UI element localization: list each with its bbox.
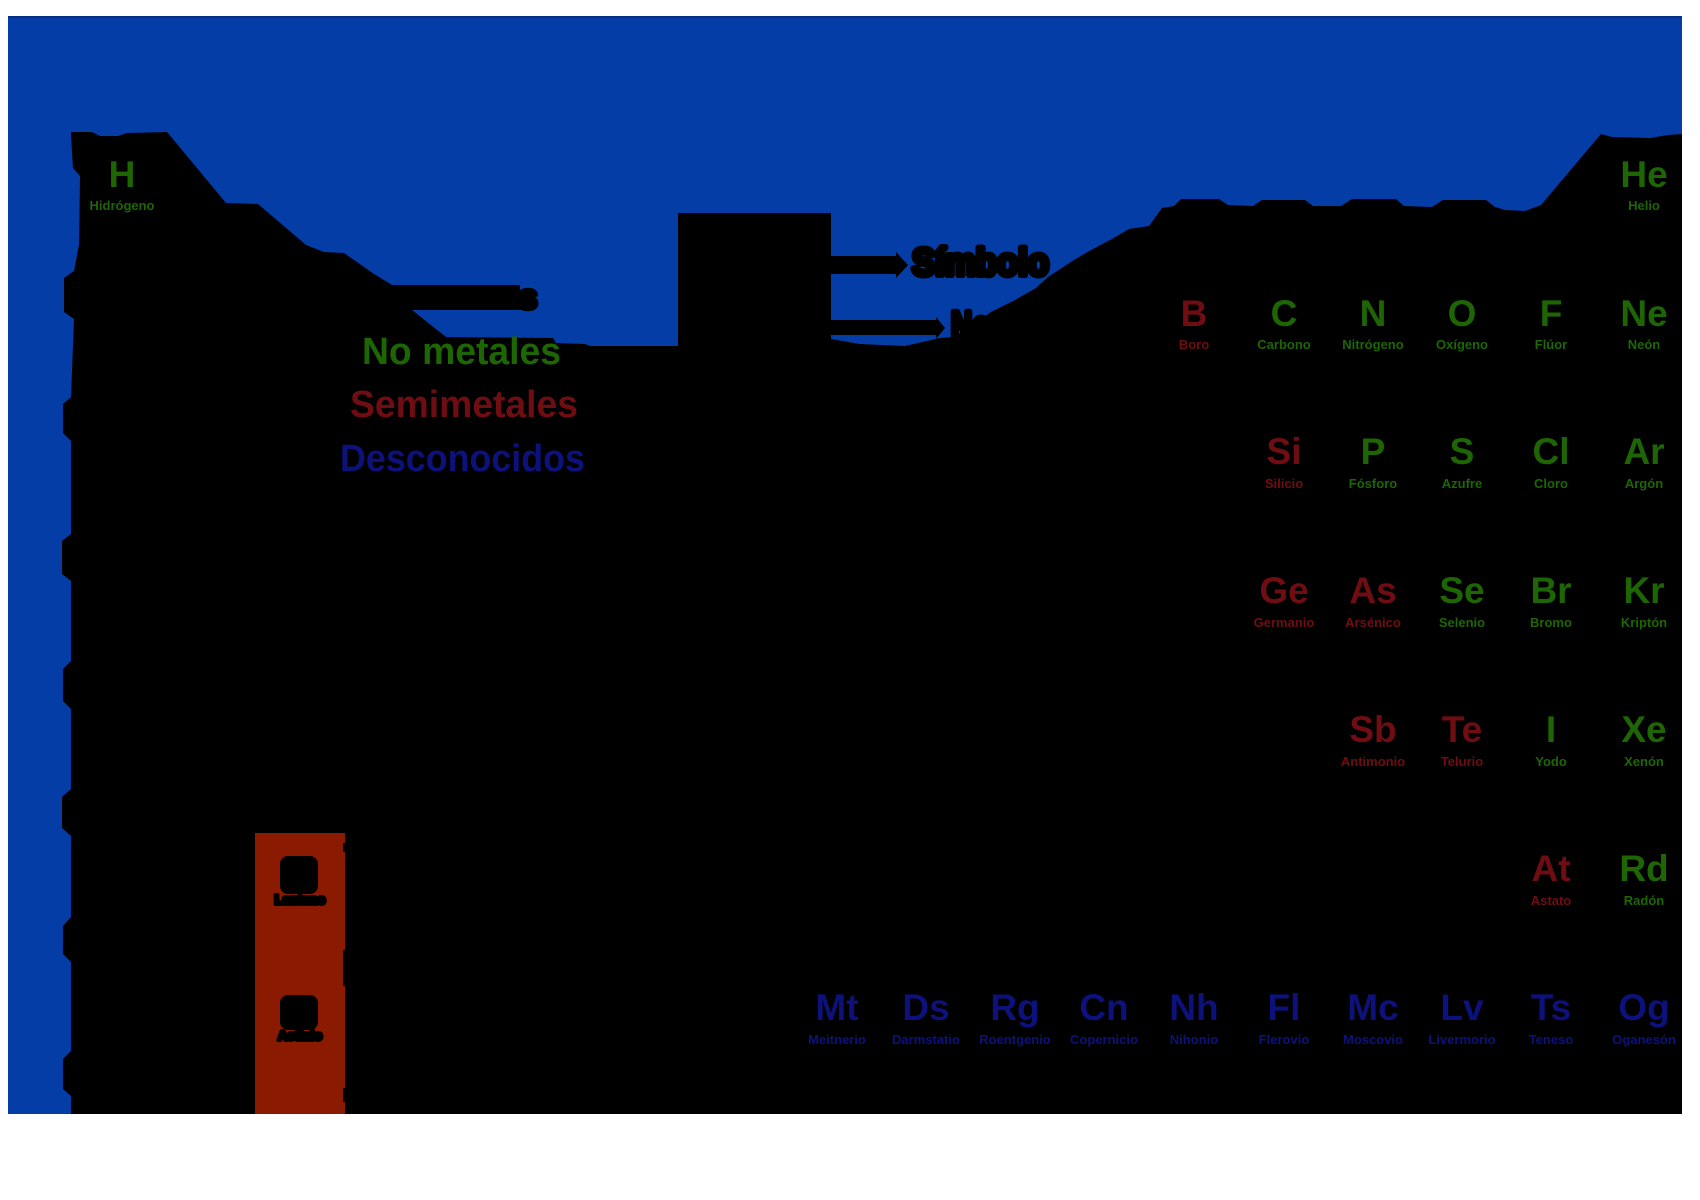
svg-text:Flúor: Flúor bbox=[1535, 337, 1568, 352]
svg-text:H: H bbox=[109, 154, 136, 195]
svg-text:Cloro: Cloro bbox=[1534, 476, 1568, 491]
svg-text:Oganesón: Oganesón bbox=[1612, 1032, 1676, 1047]
svg-text:No metales: No metales bbox=[362, 331, 561, 373]
svg-text:Flerovio: Flerovio bbox=[1259, 1032, 1310, 1047]
svg-text:He: He bbox=[1620, 154, 1667, 195]
svg-text:Cl: Cl bbox=[1533, 431, 1570, 472]
svg-text:Helio: Helio bbox=[1628, 198, 1660, 213]
svg-text:Carbono: Carbono bbox=[1257, 337, 1311, 352]
svg-text:Ge: Ge bbox=[1259, 570, 1308, 611]
svg-text:Br: Br bbox=[1530, 570, 1571, 611]
svg-text:Roentgenio: Roentgenio bbox=[979, 1032, 1051, 1047]
svg-text:Oxígeno: Oxígeno bbox=[1436, 337, 1488, 352]
svg-text:Lantano: Lantano bbox=[275, 892, 326, 907]
svg-text:C: C bbox=[1271, 293, 1298, 334]
svg-text:Teneso: Teneso bbox=[1529, 1032, 1574, 1047]
svg-text:S: S bbox=[1450, 431, 1475, 472]
svg-text:Kriptón: Kriptón bbox=[1621, 615, 1667, 630]
svg-text:I: I bbox=[1546, 709, 1556, 750]
svg-text:F: F bbox=[1540, 293, 1563, 334]
svg-text:Se: Se bbox=[1439, 570, 1484, 611]
svg-text:Nh: Nh bbox=[1169, 987, 1218, 1028]
svg-text:Og: Og bbox=[1618, 987, 1669, 1028]
svg-text:Ts: Ts bbox=[1531, 987, 1571, 1028]
svg-text:Hidrógeno: Hidrógeno bbox=[90, 198, 155, 213]
svg-text:At: At bbox=[1531, 848, 1570, 889]
svg-text:N: N bbox=[1360, 293, 1387, 334]
svg-text:Argón: Argón bbox=[1625, 476, 1663, 491]
svg-text:Azufre: Azufre bbox=[1442, 476, 1482, 491]
svg-text:Ar: Ar bbox=[1623, 431, 1664, 472]
svg-text:Radón: Radón bbox=[1624, 893, 1665, 908]
svg-text:Astato: Astato bbox=[1531, 893, 1572, 908]
svg-text:Nihonio: Nihonio bbox=[1170, 1032, 1218, 1047]
svg-text:Copernicio: Copernicio bbox=[1070, 1032, 1138, 1047]
svg-text:Boro: Boro bbox=[1179, 337, 1209, 352]
svg-text:Si: Si bbox=[1267, 431, 1302, 472]
svg-text:Ds: Ds bbox=[902, 987, 949, 1028]
svg-text:Te: Te bbox=[1442, 709, 1482, 750]
svg-text:Ne: Ne bbox=[1620, 293, 1667, 334]
svg-text:Mc: Mc bbox=[1347, 987, 1398, 1028]
svg-text:As: As bbox=[1349, 570, 1396, 611]
svg-text:Antimonio: Antimonio bbox=[1341, 754, 1405, 769]
svg-text:Telurio: Telurio bbox=[1441, 754, 1483, 769]
svg-text:Nombre: Nombre bbox=[951, 305, 1061, 347]
svg-text:Livermorio: Livermorio bbox=[1428, 1032, 1495, 1047]
svg-text:Bromo: Bromo bbox=[1530, 615, 1572, 630]
svg-text:s: s bbox=[518, 276, 538, 317]
svg-text:Desconocidos: Desconocidos bbox=[340, 438, 585, 480]
svg-text:P: P bbox=[1361, 431, 1386, 472]
svg-text:Meitnerio: Meitnerio bbox=[808, 1032, 866, 1047]
svg-text:Sb: Sb bbox=[1349, 709, 1396, 750]
svg-text:B: B bbox=[1181, 293, 1208, 334]
svg-text:Xe: Xe bbox=[1621, 709, 1666, 750]
svg-text:Neón: Neón bbox=[1628, 337, 1661, 352]
svg-text:Rd: Rd bbox=[1619, 848, 1668, 889]
svg-text:Selenio: Selenio bbox=[1439, 615, 1485, 630]
svg-text:Rg: Rg bbox=[990, 987, 1039, 1028]
svg-text:Símbolo: Símbolo bbox=[912, 242, 1049, 284]
svg-text:Germanio: Germanio bbox=[1254, 615, 1315, 630]
svg-text:Darmstatio: Darmstatio bbox=[892, 1032, 960, 1047]
svg-text:Fósforo: Fósforo bbox=[1349, 476, 1397, 491]
svg-text:Yodo: Yodo bbox=[1535, 754, 1567, 769]
svg-text:Silicio: Silicio bbox=[1265, 476, 1303, 491]
svg-text:Semimetales: Semimetales bbox=[350, 384, 578, 426]
svg-text:Nitrógeno: Nitrógeno bbox=[1342, 337, 1403, 352]
svg-text:Xenón: Xenón bbox=[1624, 754, 1664, 769]
svg-text:Fl: Fl bbox=[1268, 987, 1301, 1028]
svg-text:Kr: Kr bbox=[1623, 570, 1664, 611]
svg-text:Moscovio: Moscovio bbox=[1343, 1032, 1403, 1047]
svg-text:O: O bbox=[1448, 293, 1477, 334]
svg-text:Mt: Mt bbox=[815, 987, 858, 1028]
svg-text:Actinio: Actinio bbox=[278, 1028, 322, 1043]
svg-text:Arsénico: Arsénico bbox=[1345, 615, 1401, 630]
svg-text:Lv: Lv bbox=[1440, 987, 1484, 1028]
svg-text:Cn: Cn bbox=[1079, 987, 1128, 1028]
